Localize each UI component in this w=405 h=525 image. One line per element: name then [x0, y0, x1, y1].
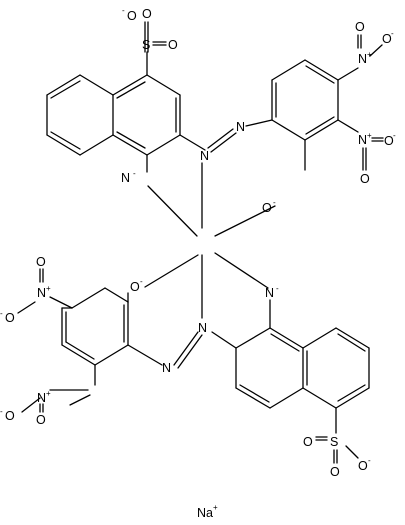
top-ligand-labels: O - S O O N N N - O - N + O - O N + O - … — [121, 6, 396, 215]
bottom-ligand-labels: O - N - N N N + O O - N + O O - S O O - … — [0, 255, 371, 479]
bottom-azo-n-right: N — [198, 321, 207, 335]
top-phenoxide-minus-charge: - — [273, 198, 276, 207]
bottom-phenoxide-o: O — [130, 280, 140, 294]
bottom-sulfonate-minus-charge: - — [368, 456, 371, 465]
bottom-nitro2-o-minus: O — [5, 409, 15, 423]
bottom-sulfonate-o-bottom: O — [330, 465, 340, 479]
sodium-ion: Na — [197, 506, 213, 520]
top-sulfonate-o-right: O — [168, 38, 178, 52]
top-nitro1-o-minus: O — [382, 32, 392, 46]
bottom-phenoxide-minus-charge: - — [140, 277, 143, 286]
top-nitro1-plus-charge: + — [367, 50, 372, 59]
top-amide-n: N — [121, 171, 130, 185]
top-nitro2-n: N — [358, 133, 367, 147]
top-nitro2-plus-charge: + — [367, 131, 372, 140]
bottom-ligand — [17, 268, 370, 464]
bottom-amide-minus-charge: - — [276, 284, 279, 293]
top-azo-n-left: N — [200, 149, 209, 163]
top-amide-minus-charge: - — [133, 169, 136, 178]
bottom-nitro2-minus-charge: - — [0, 407, 3, 416]
bottom-sulfonate-o-minus: O — [358, 459, 368, 473]
bottom-nitro1-o-minus: O — [5, 311, 15, 325]
top-sulfonate-o-top: O — [142, 7, 152, 21]
bottom-nitro1-o-top: O — [36, 255, 46, 269]
bottom-nitro2-o-top: O — [36, 413, 46, 427]
top-ligand — [46, 21, 384, 173]
top-nitro1-n: N — [358, 52, 367, 66]
top-nitro2-o-right: O — [384, 134, 394, 148]
sodium-charge: + — [213, 503, 218, 512]
top-phenoxide-o: O — [262, 201, 272, 215]
bottom-azo-n-left: N — [162, 361, 171, 375]
top-sulfonate-o-minus: O — [127, 9, 137, 23]
top-sulfonate-s: S — [142, 38, 150, 52]
coordination-bonds — [144, 162, 276, 319]
bottom-nitro1-plus-charge: + — [46, 284, 51, 293]
top-azo-n-right: N — [236, 120, 245, 134]
counterion: Na + — [197, 503, 218, 520]
top-nitro2-minus-charge: - — [393, 131, 396, 140]
top-nitro1-o-top: O — [355, 20, 365, 34]
bottom-amide-n: N — [265, 286, 274, 300]
bottom-nitro1-minus-charge: - — [0, 309, 3, 318]
top-nitro1-minus-charge: - — [391, 29, 394, 38]
top-nitro2-o-bottom: O — [360, 172, 370, 186]
bottom-sulfonate-s: S — [330, 435, 338, 449]
bottom-nitro1-n: N — [37, 286, 46, 300]
bottom-sulfonate-o-left: O — [303, 435, 313, 449]
bottom-nitro2-n: N — [37, 391, 46, 405]
bottom-nitro2-plus-charge: + — [46, 389, 51, 398]
top-sulfonate-minus-charge: - — [122, 6, 125, 15]
